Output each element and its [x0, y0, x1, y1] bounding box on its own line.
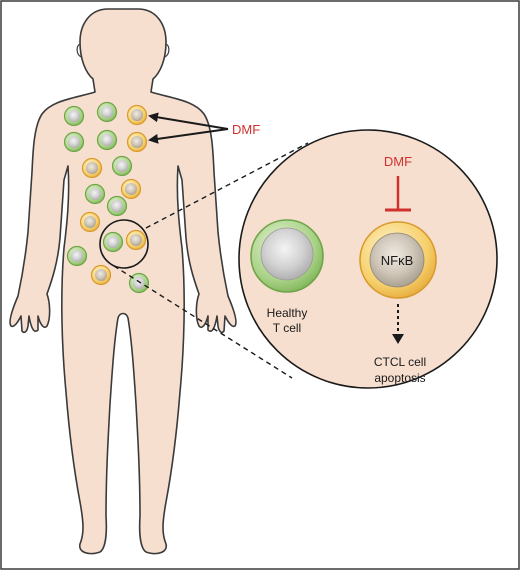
dmf-arrow-lower — [148, 128, 229, 144]
dmf-arrow-upper — [148, 112, 229, 130]
ctcl-cell — [359, 221, 437, 299]
dmf-label-inset: DMF — [384, 154, 412, 169]
ctcl-label-line2: apoptosis — [374, 371, 425, 385]
ctcl-cell-small — [90, 264, 112, 286]
ctcl-cell-small — [125, 229, 147, 251]
ctcl-cell-small — [79, 211, 101, 233]
healthy-cell-small — [111, 155, 133, 177]
apoptosis-arrow-head — [392, 334, 404, 344]
healthy-cell-small — [102, 231, 124, 253]
healthy-cell-small — [106, 195, 128, 217]
zoom-region-circle — [99, 219, 149, 269]
healthy-cell-small — [96, 101, 118, 123]
healthy-cell-small — [66, 245, 88, 267]
ctcl-label-line1: CTCL cell — [374, 355, 426, 369]
ctcl-cell-small — [81, 157, 103, 179]
zoom-line-upper — [145, 142, 309, 229]
left-ear — [76, 43, 82, 58]
healthy-t-cell — [250, 219, 324, 293]
healthy-cell-small — [63, 105, 85, 127]
human-body-silhouette — [9, 8, 237, 555]
healthy-label-line2: T cell — [273, 321, 301, 335]
healthy-cell-small — [84, 183, 106, 205]
body-lesion-cells — [63, 101, 150, 294]
dmf-label-body: DMF — [232, 122, 260, 137]
healthy-cell-small — [63, 131, 85, 153]
healthy-cell-small — [128, 272, 150, 294]
healthy-label-line1: Healthy — [267, 306, 308, 320]
ctcl-cell-small — [120, 178, 142, 200]
nfkb-label: NFκB — [381, 253, 414, 268]
healthy-cell-small — [96, 129, 118, 151]
right-ear — [164, 43, 170, 58]
ctcl-cell-small — [126, 104, 148, 126]
zoom-line-lower — [113, 265, 293, 379]
ctcl-cell-small — [126, 131, 148, 153]
